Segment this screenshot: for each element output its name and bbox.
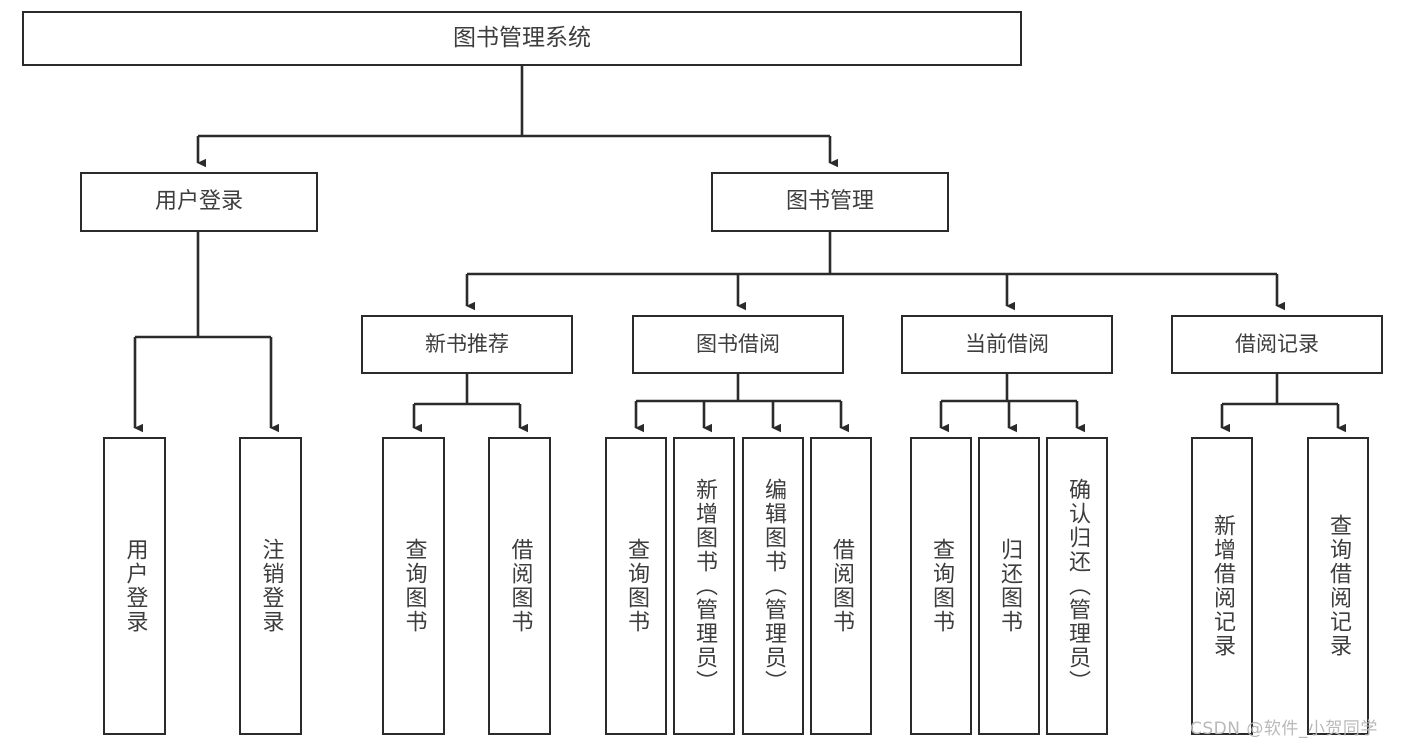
node-book-borrow[interactable]: 图书借阅 [632,315,844,374]
node-leaf-user-login[interactable]: 用户登录 [103,437,166,735]
node-label: 查询借阅记录 [1325,514,1351,658]
node-label: 借阅记录 [1235,332,1319,357]
node-root-book-management-system[interactable]: 图书管理系统 [22,11,1022,66]
node-leaf-add-book[interactable]: 新增图书（管理员） [673,437,735,735]
node-leaf-query-record[interactable]: 查询借阅记录 [1307,437,1369,735]
node-label: 图书管理 [785,189,874,215]
node-label: 查询图书 [401,538,427,634]
node-label: 查询图书 [928,538,954,634]
node-new-book-recommend[interactable]: 新书推荐 [361,315,573,374]
node-label: 查询图书 [623,538,649,634]
node-label: 用户登录 [122,538,148,634]
node-label: 编辑图书（管理员） [760,478,786,694]
node-label: 借阅图书 [828,538,854,634]
node-book-management[interactable]: 图书管理 [711,172,949,232]
node-leaf-add-record[interactable]: 新增借阅记录 [1191,437,1253,735]
node-leaf-query-book-3[interactable]: 查询图书 [910,437,972,735]
node-label: 借阅图书 [507,538,533,634]
node-leaf-return-book[interactable]: 归还图书 [978,437,1040,735]
node-leaf-query-book-1[interactable]: 查询图书 [382,437,445,735]
node-current-borrow[interactable]: 当前借阅 [901,315,1113,374]
node-label: 新增图书（管理员） [691,478,717,694]
node-user-login[interactable]: 用户登录 [80,172,318,232]
node-leaf-edit-book[interactable]: 编辑图书（管理员） [742,437,804,735]
node-borrow-record[interactable]: 借阅记录 [1171,315,1383,374]
node-label: 当前借阅 [965,332,1049,357]
node-leaf-borrow-book-2[interactable]: 借阅图书 [810,437,872,735]
node-label: 确认归还（管理员） [1064,478,1090,694]
node-leaf-logout-login[interactable]: 注销登录 [239,437,302,735]
node-label: 新书推荐 [425,332,509,357]
node-leaf-borrow-book-1[interactable]: 借阅图书 [488,437,551,735]
node-label: 新增借阅记录 [1209,514,1235,658]
node-label: 图书借阅 [696,332,780,357]
node-leaf-query-book-2[interactable]: 查询图书 [605,437,667,735]
node-label: 用户登录 [154,189,243,215]
node-label: 归还图书 [996,538,1022,634]
node-label: 图书管理系统 [453,24,591,51]
node-leaf-confirm-return[interactable]: 确认归还（管理员） [1046,437,1108,735]
node-label: 注销登录 [258,538,284,634]
